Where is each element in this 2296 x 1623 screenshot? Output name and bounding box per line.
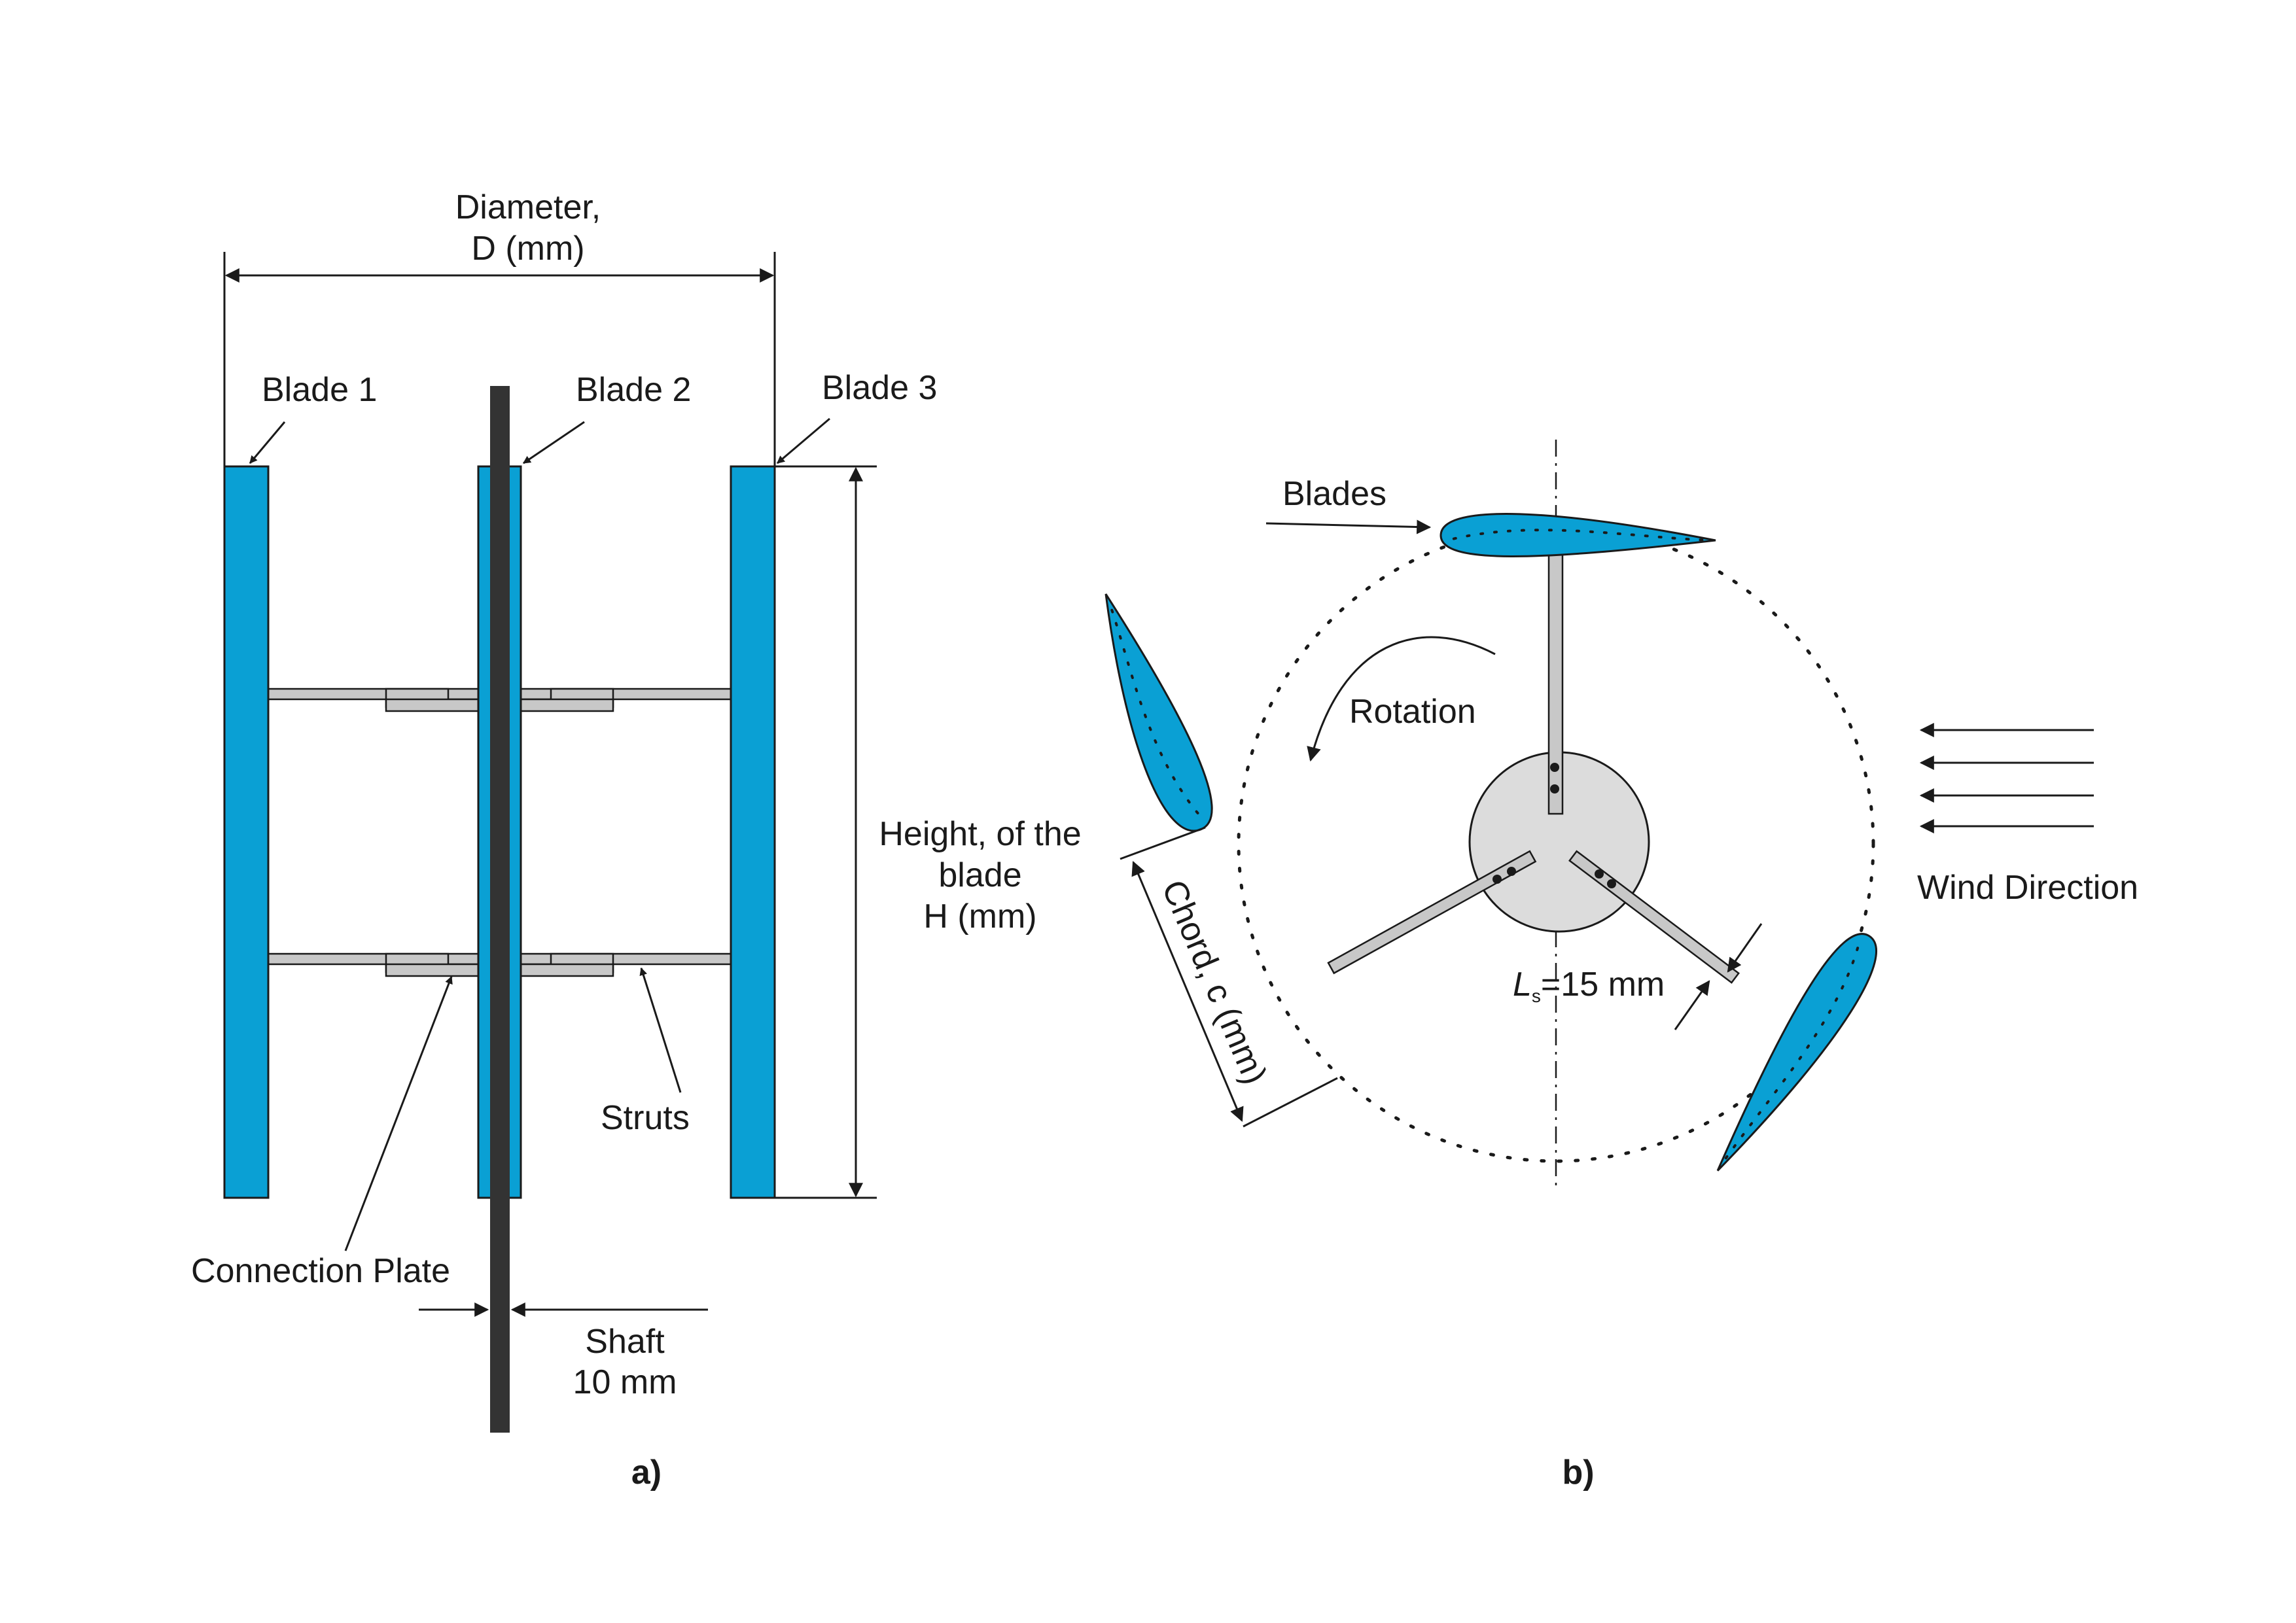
caption-a: a) [631, 1454, 662, 1492]
ls-symbol: L [1513, 966, 1532, 1003]
height-label-line1: Height, of the [879, 815, 1081, 853]
blades-label: Blades [1282, 475, 1386, 513]
blade-3-label: Blade 3 [822, 369, 937, 407]
wind-arrows [1919, 723, 2094, 833]
blade-3 [730, 465, 776, 1199]
top-view-blades [1104, 513, 1877, 1172]
bolts [1492, 763, 1616, 888]
ls-label: Ls=15 mm [1513, 966, 1665, 1006]
ls-subscript: s [1532, 986, 1541, 1006]
struts-label: Struts [601, 1099, 690, 1137]
rotation-arrow [1307, 636, 1496, 762]
blade-1 [223, 465, 270, 1199]
panel-b-top-view: Blades Rotation Wind Direction Chord, c … [1104, 440, 2138, 1492]
airfoil-blade-top [1439, 513, 1716, 557]
caption-b: b) [1562, 1454, 1594, 1492]
chord-label: Chord, c (mm) [1154, 875, 1274, 1090]
panel-a-side-view: Diameter, D (mm) Blade 1 Blade 2 Blade 3… [191, 188, 1082, 1492]
blade-1-label: Blade 1 [262, 371, 377, 409]
height-label-line3: H (mm) [923, 898, 1036, 935]
height-label-line2: blade [938, 856, 1021, 894]
shaft-label-line1: Shaft [585, 1323, 665, 1361]
shaft-label-line2: 10 mm [573, 1363, 677, 1401]
rotor-path-circle [1237, 525, 1875, 1163]
connection-plate-label: Connection Plate [191, 1252, 450, 1290]
chord-dimension-line [1131, 860, 1244, 1123]
blade-2-label: Blade 2 [576, 371, 691, 409]
wind-direction-label: Wind Direction [1917, 869, 2138, 907]
diameter-label-line2: D (mm) [471, 230, 584, 268]
diameter-label-line1: Diameter, [455, 188, 601, 226]
shaft [490, 386, 510, 1433]
rotation-label: Rotation [1349, 693, 1476, 731]
airfoil-blade-right [1716, 933, 1877, 1172]
ls-value: =15 mm [1541, 966, 1665, 1003]
airfoil-blade-left [1104, 593, 1213, 832]
